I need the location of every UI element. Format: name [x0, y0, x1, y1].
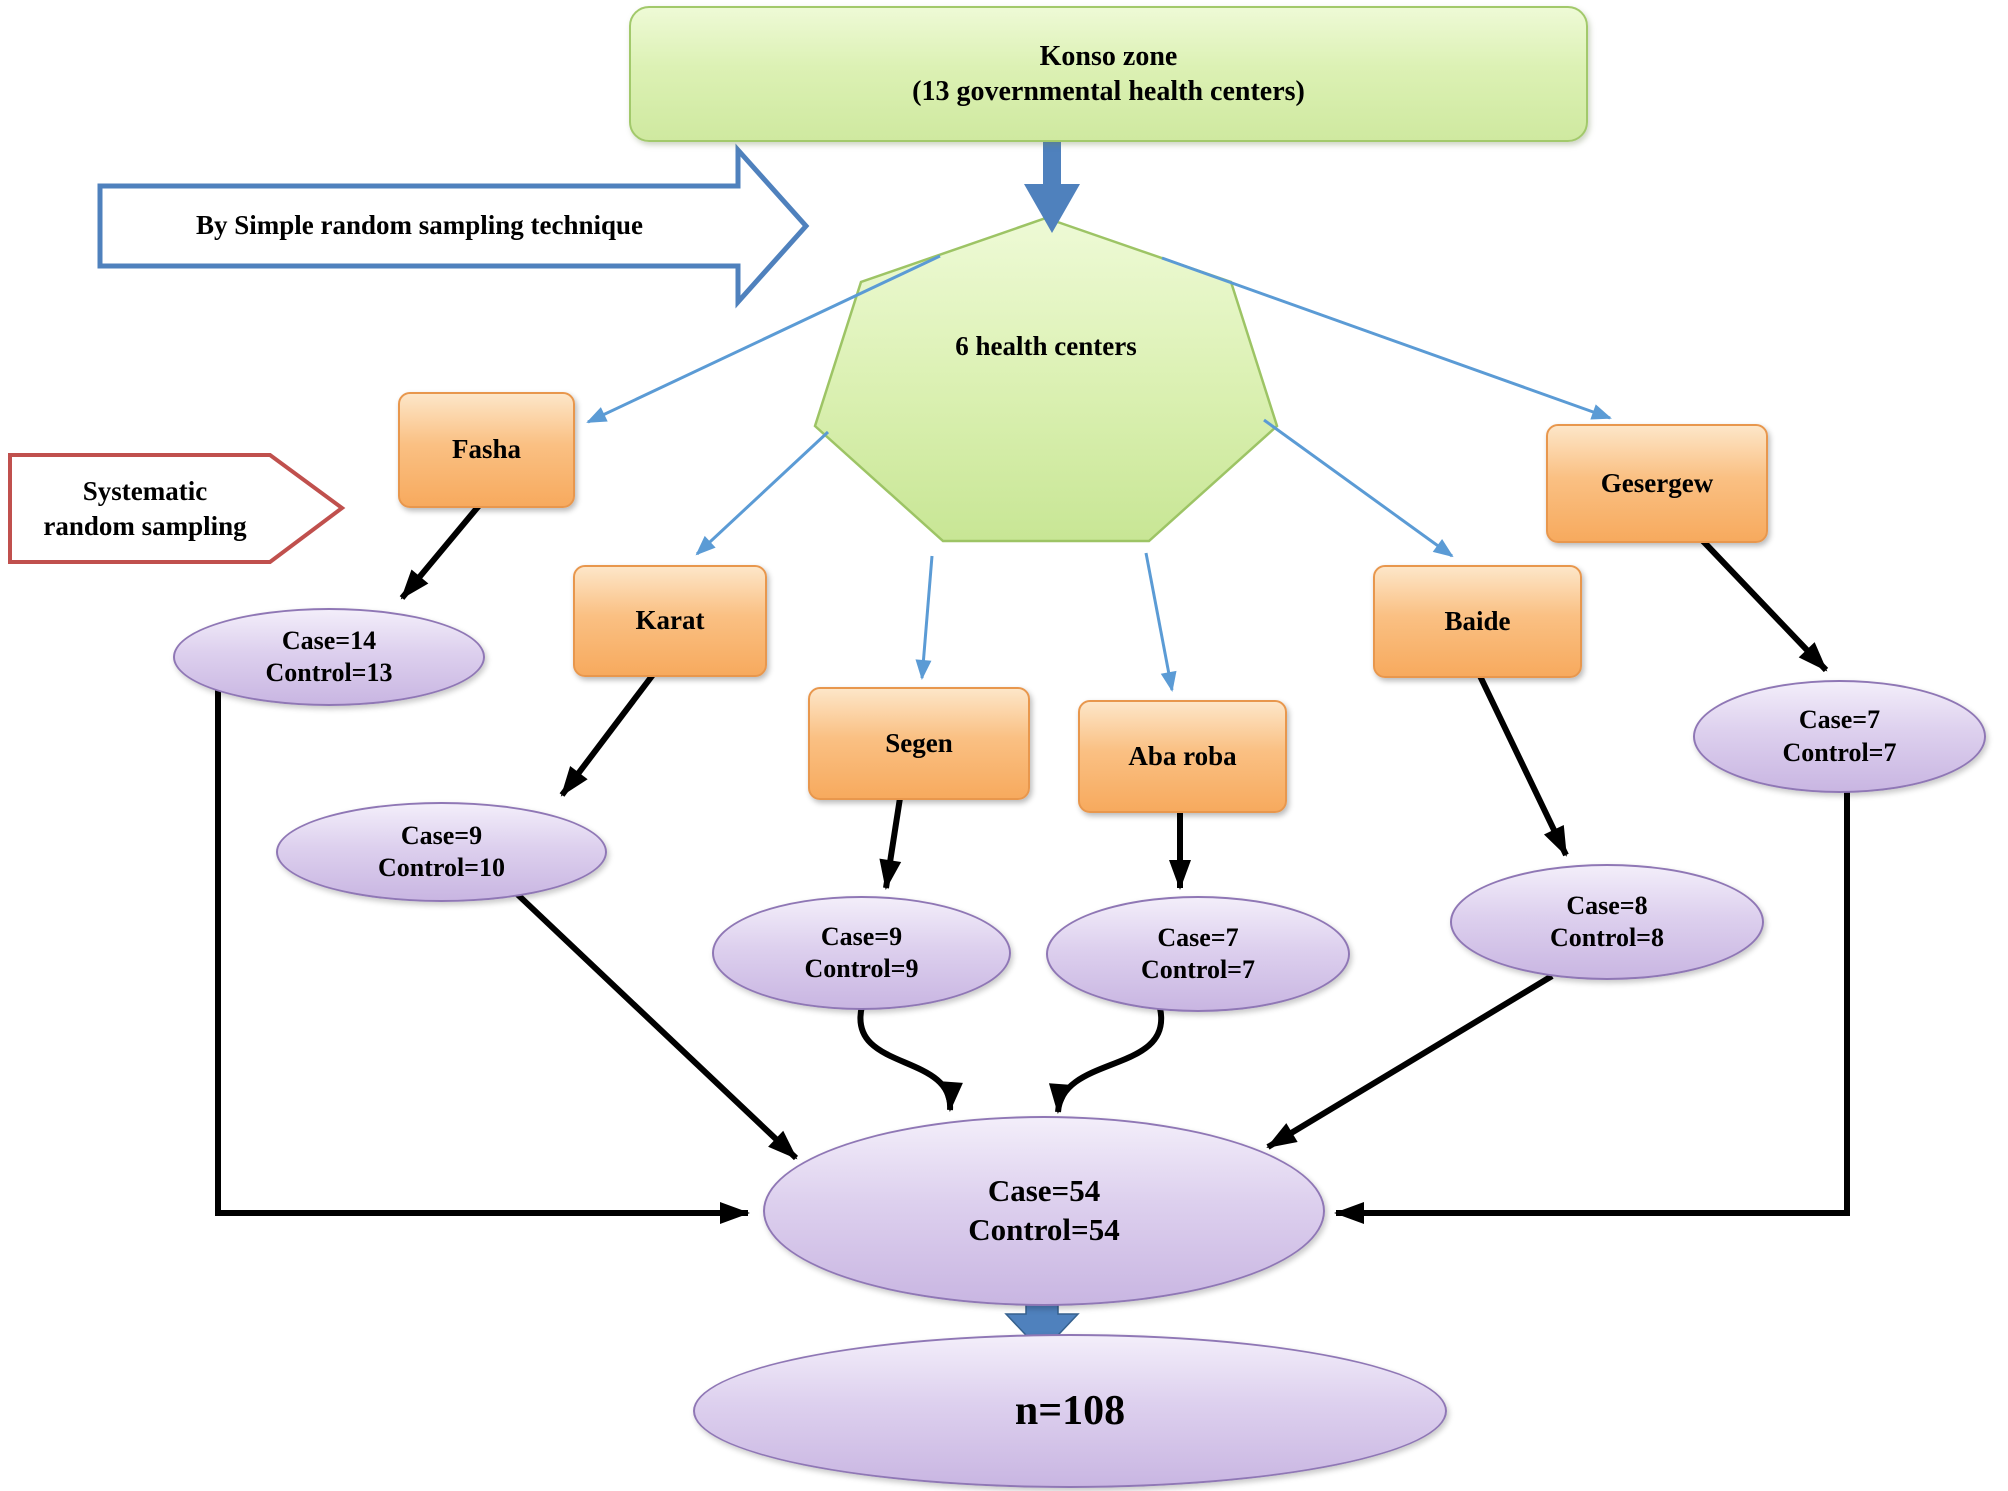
gesergew-to-sample-arrow [1699, 537, 1829, 673]
hub-to-fasha-line [586, 254, 941, 424]
simple-random-label: By Simple random sampling technique [112, 188, 727, 264]
center-box-karat: Karat [573, 565, 767, 677]
hub-to-gesergew-line [1161, 256, 1612, 420]
center-box-segen-label: Segen [885, 727, 953, 758]
segen-control-count: Control=9 [804, 954, 919, 983]
segen-to-sample-arrow [879, 797, 903, 890]
n-total-value: n=108 [1014, 1387, 1126, 1434]
center-box-abaroba: Aba roba [1078, 700, 1287, 813]
center-box-baide-label: Baide [1444, 605, 1511, 636]
hub-label-text: 6 health centers [955, 331, 1137, 362]
systematic-text-line1: Systematic [82, 475, 208, 506]
abaroba-case-count: Case=7 [1157, 922, 1239, 952]
abaroba-control-count: Control=7 [1140, 955, 1255, 984]
baide-to-sample-arrow [1477, 674, 1569, 857]
baide-case-count: Case=8 [1566, 890, 1648, 920]
center-box-fasha: Fasha [398, 392, 575, 508]
gesergew-sample-to-total-arrow [1334, 788, 1850, 1224]
hub-to-segen-line [915, 555, 934, 680]
hub-to-karat-line [695, 430, 830, 556]
center-box-segen: Segen [808, 687, 1030, 800]
gesergew-control-count: Control=7 [1782, 737, 1897, 767]
baide-control-count: Control=8 [1549, 923, 1664, 952]
top-to-hub-arrow [1024, 140, 1080, 233]
center-box-karat-label: Karat [635, 605, 705, 636]
karat-case-count: Case=9 [400, 820, 483, 850]
abaroba-sample-to-total-arrow [1049, 1007, 1165, 1114]
sample-ellipse-segen: Case=9 Control=9 [712, 896, 1011, 1010]
simple-random-text: By Simple random sampling technique [195, 210, 644, 241]
hub-to-abaroba-line [1144, 552, 1177, 692]
hub-heptagon [813, 216, 1279, 543]
karat-control-count: Control=10 [377, 853, 505, 882]
gesergew-case-count: Case=7 [1798, 705, 1881, 734]
center-box-gesergew-label: Gesergew [1600, 467, 1714, 498]
center-box-fasha-label: Fasha [451, 434, 522, 465]
sample-ellipse-baide: Case=8 Control=8 [1450, 864, 1764, 980]
total-control-count: Control=54 [968, 1212, 1120, 1247]
karat-sample-to-total-arrow [513, 890, 799, 1161]
simple-random-block-arrow [97, 143, 810, 309]
segen-case-count: Case=9 [820, 921, 903, 951]
fasha-case-count: Case=14 [281, 625, 377, 655]
segen-sample-to-total-arrow [857, 1005, 963, 1112]
total-ellipse: Case=54 Control=54 [763, 1116, 1325, 1306]
total-case-count: Case=54 [987, 1173, 1101, 1209]
sample-ellipse-karat: Case=9 Control=10 [276, 802, 607, 902]
n-total-ellipse: n=108 [693, 1334, 1447, 1488]
fasha-control-count: Control=13 [265, 658, 393, 687]
karat-to-sample-arrow [559, 670, 658, 797]
sample-ellipse-fasha: Case=14 Control=13 [173, 608, 485, 706]
hub-label: 6 health centers [846, 322, 1246, 372]
systematic-label: Systematic random sampling [14, 458, 276, 560]
konso-zone-subtitle: (13 governmental health centers) [912, 76, 1305, 107]
fasha-sample-to-total-arrow [215, 690, 750, 1224]
sample-ellipse-abaroba: Case=7 Control=7 [1046, 896, 1350, 1012]
systematic-text-line2: random sampling [43, 511, 247, 541]
center-box-baide: Baide [1373, 565, 1582, 678]
konso-zone-box: Konso zone (13 governmental health cente… [629, 6, 1588, 142]
fasha-to-sample-arrow [399, 500, 485, 600]
center-box-abaroba-label: Aba roba [1128, 740, 1237, 771]
sample-ellipse-gesergew: Case=7 Control=7 [1693, 680, 1986, 793]
baide-sample-to-total-arrow [1266, 973, 1554, 1150]
hub-to-baide-line [1263, 418, 1454, 558]
systematic-pentagon [8, 453, 346, 564]
konso-zone-title: Konso zone [1039, 41, 1178, 72]
center-box-gesergew: Gesergew [1546, 424, 1768, 543]
